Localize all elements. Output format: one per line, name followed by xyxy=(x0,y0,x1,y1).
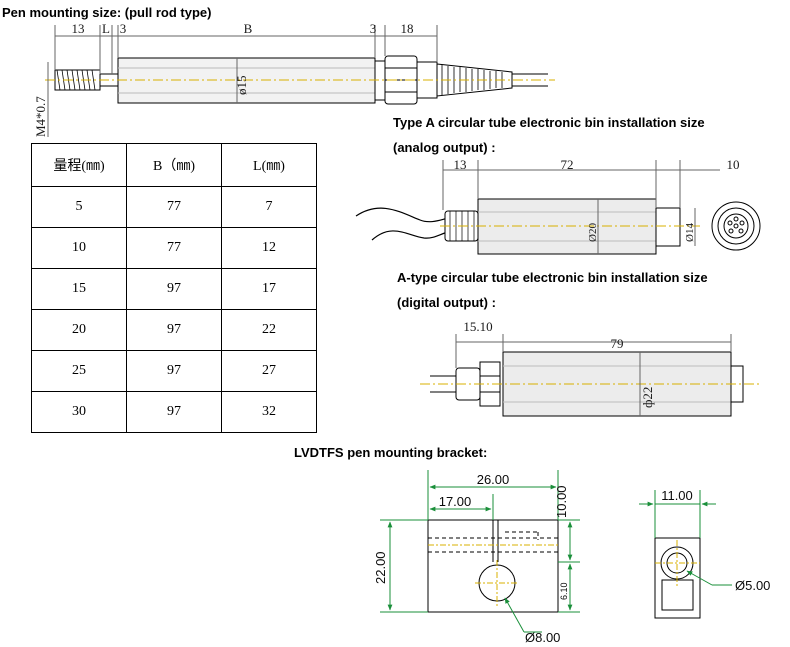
digital-dim-1510: 15.10 xyxy=(463,319,492,334)
pen-drawing xyxy=(45,25,555,137)
analog-dim-dia14: Ø14 xyxy=(684,223,696,242)
table-row: 30 97 32 xyxy=(31,391,317,433)
table-header-l: L(㎜) xyxy=(221,143,317,187)
table-cell: 17 xyxy=(221,268,317,310)
pen-dim-L: L xyxy=(102,21,110,36)
table-row: 15 97 17 xyxy=(31,268,317,310)
table-cell: 97 xyxy=(126,350,222,392)
bracket-dim-11: 11.00 xyxy=(661,488,693,503)
table-row: 20 97 22 xyxy=(31,309,317,351)
table-row: 10 77 12 xyxy=(31,227,317,269)
pen-dim-18: 18 xyxy=(401,21,414,36)
range-table: 量程(㎜) B（㎜) L(㎜) 5 77 7 10 77 12 15 97 17 xyxy=(31,143,317,433)
table-header-range: 量程(㎜) xyxy=(31,143,127,187)
table-cell: 7 xyxy=(221,186,317,228)
table-cell: 30 xyxy=(31,391,127,433)
pen-dim-B: B xyxy=(244,21,253,36)
bracket-heading: LVDTFS pen mounting bracket: xyxy=(294,445,488,460)
bracket-dim-dia8: Ø8.00 xyxy=(525,630,560,645)
type-a-heading: Type A circular tube electronic bin inst… xyxy=(393,115,705,130)
analog-dim-13: 13 xyxy=(454,157,467,172)
table-cell: 10 xyxy=(31,227,127,269)
analog-drawing xyxy=(355,160,761,255)
digital-dim-79: 79 xyxy=(611,336,624,351)
type-a-subheading: (analog output) : xyxy=(393,140,496,155)
analog-dim-dia20: Ø20 xyxy=(587,223,599,242)
pen-dim-thread: M4*0.7 xyxy=(33,96,48,137)
table-cell: 22 xyxy=(221,309,317,351)
analog-dim-10: 10 xyxy=(727,157,740,172)
a-type-subheading: (digital output) : xyxy=(397,295,496,310)
analog-dim-72: 72 xyxy=(561,157,574,172)
digital-dim-dia22: ф22 xyxy=(640,387,655,408)
table-cell: 97 xyxy=(126,268,222,310)
pen-dim-13: 13 xyxy=(72,21,85,36)
table-row: 25 97 27 xyxy=(31,350,317,392)
table-cell: 97 xyxy=(126,309,222,351)
bracket-dim-610: 6.10 xyxy=(559,582,569,600)
table-cell: 12 xyxy=(221,227,317,269)
bracket-front-drawing xyxy=(427,519,560,613)
bracket-dim-dia5: Ø5.00 xyxy=(735,578,770,593)
bracket-dim-22: 22.00 xyxy=(373,551,388,584)
table-header-b: B（㎜) xyxy=(126,143,222,187)
table-cell: 77 xyxy=(126,186,222,228)
table-cell: 32 xyxy=(221,391,317,433)
bracket-dim-10: 10.00 xyxy=(554,485,569,518)
table-cell: 27 xyxy=(221,350,317,392)
table-cell: 20 xyxy=(31,309,127,351)
bracket-front-dims xyxy=(380,470,580,633)
pen-mounting-heading: Pen mounting size: (pull rod type) xyxy=(2,5,212,20)
pen-dim-dia15: ø15 xyxy=(234,76,249,96)
table-cell: 25 xyxy=(31,350,127,392)
digital-drawing xyxy=(420,334,760,417)
bracket-side-drawing xyxy=(654,537,701,619)
table-header-row: 量程(㎜) B（㎜) L(㎜) xyxy=(31,143,317,187)
table-cell: 5 xyxy=(31,186,127,228)
pen-dim-3b: 3 xyxy=(370,21,377,36)
table-row: 5 77 7 xyxy=(31,186,317,228)
table-cell: 15 xyxy=(31,268,127,310)
bracket-side-dims xyxy=(639,490,732,586)
a-type-heading: A-type circular tube electronic bin inst… xyxy=(397,270,708,285)
bracket-dim-17: 17.00 xyxy=(439,494,472,509)
bracket-dim-26: 26.00 xyxy=(477,472,510,487)
pen-dim-3a: 3 xyxy=(120,21,127,36)
table-cell: 77 xyxy=(126,227,222,269)
table-cell: 97 xyxy=(126,391,222,433)
